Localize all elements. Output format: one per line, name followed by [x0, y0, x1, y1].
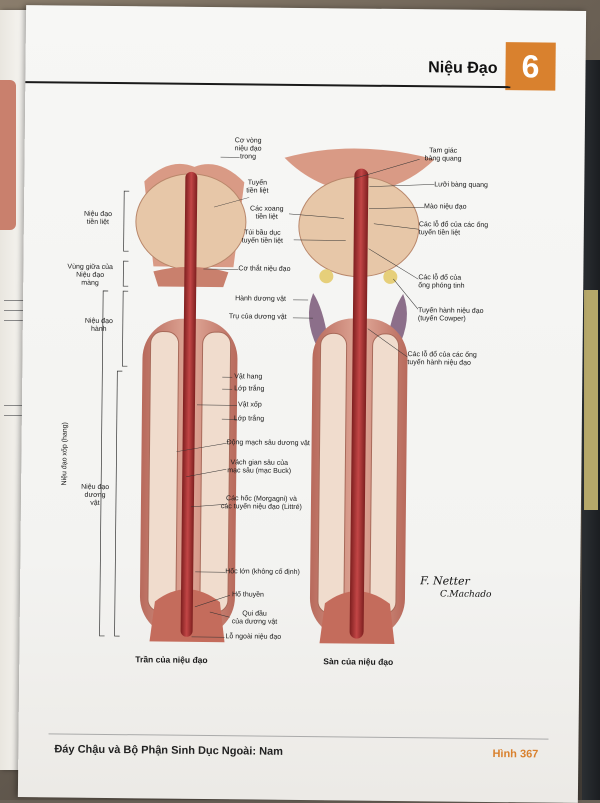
label-internal-sphincter: Cơ vòng niệu đạo trong	[235, 137, 262, 161]
footer-figure-number: Hình 367	[492, 748, 538, 760]
label-spongy-urethra: Niệu đạo xốp (hang)	[61, 422, 69, 486]
label-ejaculatory-ducts: Các lỗ đổ của ống phóng tinh	[418, 274, 464, 290]
label-glans: Qui đầu của dương vật	[232, 610, 278, 626]
label-prostatic-sinuses: Các xoang tiền liệt	[250, 205, 284, 221]
signature-netter: F. Netter	[420, 574, 470, 588]
label-prostatic-ducts: Các lỗ đổ của các ống tuyến tiền liệt	[419, 221, 488, 238]
caption-right: Sàn của niệu đạo	[323, 656, 393, 667]
label-navicular-fossa: Hố thuyền	[232, 591, 264, 599]
anatomy-illustration	[18, 5, 586, 803]
label-external-sphincter: Cơ thắt niệu đạo	[238, 265, 290, 274]
right-specimen	[279, 148, 434, 645]
label-crus: Trụ của dương vật	[229, 313, 287, 322]
left-corpus-cavernosum-a	[148, 331, 179, 611]
previous-page-text-line	[4, 320, 24, 321]
label-lacuna-magna: Hốc lớn (không cố định)	[225, 568, 300, 577]
previous-page-text-line	[4, 300, 24, 301]
signature-machado: C.Machado	[440, 589, 491, 600]
previous-page-text-line	[4, 310, 24, 311]
label-buck-fascia-septum: Vách gian sâu của mạc sâu (mạc Buck)	[227, 459, 291, 476]
caption-left: Trần của niệu đạo	[135, 654, 207, 665]
binder-stripe	[584, 290, 598, 510]
label-lacunae-glands: Các hốc (Morgagni) và các tuyến niệu đạo…	[221, 495, 302, 512]
label-prostate: Tuyến tiền liệt	[246, 179, 268, 195]
label-bulb: Hành dương vật	[235, 295, 286, 304]
label-membranous-urethra: Vùng giữa của Niệu đạo màng	[67, 264, 113, 288]
right-corpus-cavernosum-b	[370, 334, 399, 614]
label-urethral-crest: Mào niệu đạo	[424, 203, 467, 211]
book-binder	[582, 60, 600, 800]
label-prostatic-utricle: Túi bầu dục tuyến tiền liệt	[242, 229, 283, 245]
label-prostatic-urethra: Niệu đạo tiền liệt	[84, 211, 112, 227]
label-corpus-spongiosum: Vật xốp	[238, 401, 262, 409]
label-tunica-albuginea-1: Lớp trắng	[234, 385, 264, 393]
book-page: Niệu Đạo 6	[18, 5, 586, 803]
footer-section-title: Đáy Chậu và Bộ Phận Sinh Dục Ngoài: Nam	[54, 743, 283, 757]
previous-page-figure	[0, 80, 16, 230]
label-bulbar-urethra: Niệu đạo hành	[85, 318, 113, 334]
urethra-figure: Niệu đạo tiền liệt Vùng giữa của Niệu đạ…	[18, 5, 586, 803]
label-trigone: Tam giác bàng quang	[425, 147, 462, 163]
label-corpus-cavernosum: Vật hang	[234, 373, 262, 381]
left-region-brackets	[100, 191, 130, 636]
label-cowper-ducts: Các lỗ đổ của các ống tuyến hành niệu đạ…	[407, 351, 476, 368]
label-cowper-gland: Tuyến hành niệu đạo (tuyến Cowper)	[418, 307, 484, 324]
label-deep-artery: Động mạch sâu dương vật	[227, 439, 310, 448]
label-external-meatus: Lỗ ngoài niệu đạo	[226, 633, 282, 642]
label-tunica-albuginea-2: Lớp trắng	[234, 415, 264, 423]
label-uvula: Lưỡi bàng quang	[434, 181, 488, 190]
right-corpus-cavernosum-a	[318, 333, 347, 613]
label-penile-urethra: Niệu đạo dương vật	[81, 484, 109, 508]
